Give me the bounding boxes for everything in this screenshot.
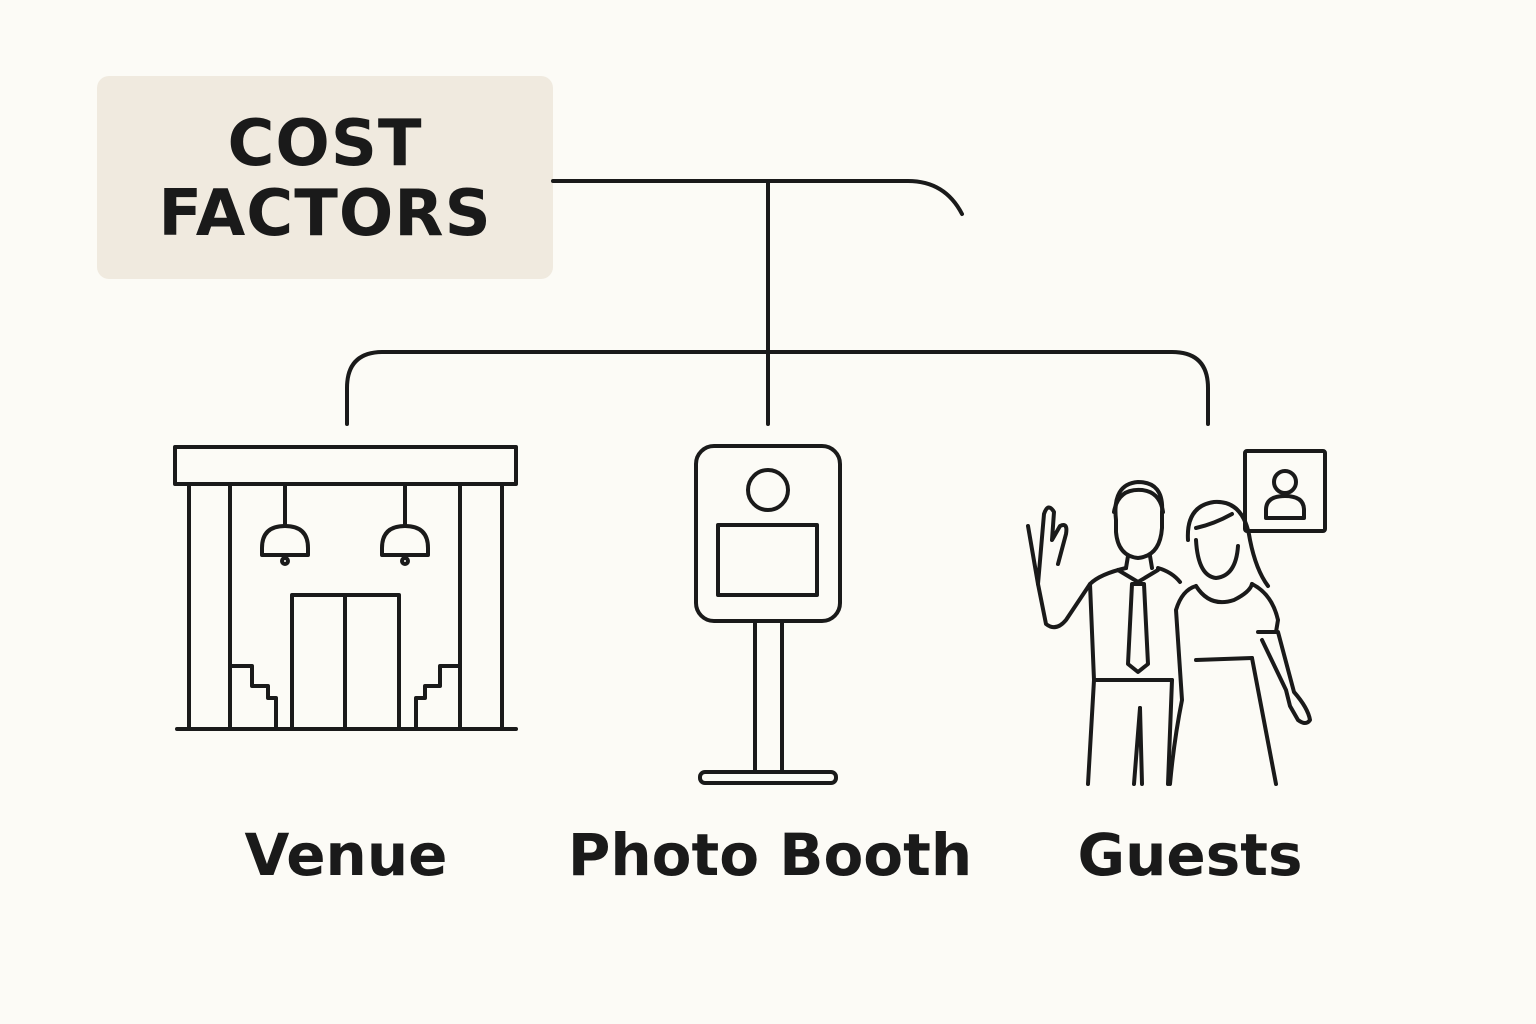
title-line-1: COST bbox=[227, 107, 423, 181]
connector-lines bbox=[345, 179, 1210, 426]
label-guests: Guests bbox=[1077, 821, 1303, 889]
title-box: COST FACTORS bbox=[97, 76, 553, 279]
venue-building-icon bbox=[173, 445, 518, 731]
connector-top bbox=[551, 179, 964, 216]
connector-branch bbox=[345, 350, 1210, 426]
label-photo-booth: Photo Booth bbox=[567, 821, 973, 889]
photo-booth-icon bbox=[694, 444, 842, 785]
title-line-2: FACTORS bbox=[158, 177, 492, 251]
label-venue: Venue bbox=[244, 821, 448, 889]
guests-couple-icon bbox=[1026, 449, 1327, 786]
